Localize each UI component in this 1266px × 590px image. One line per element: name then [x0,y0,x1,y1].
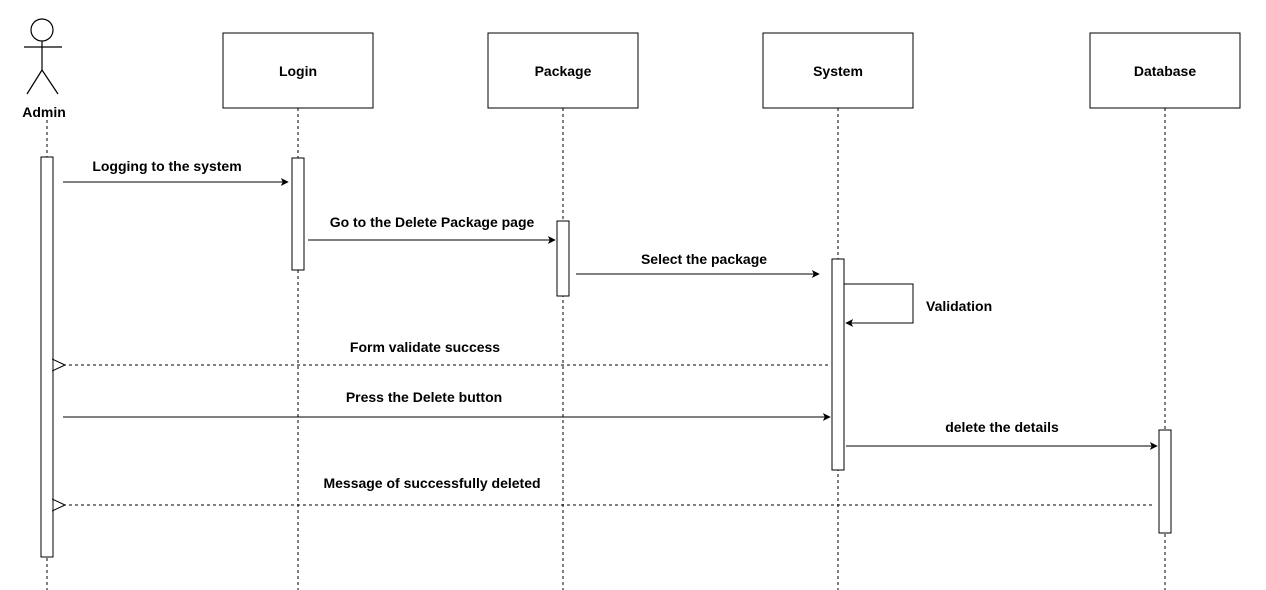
participant-label-login: Login [279,63,317,79]
activation-admin [40,156,54,558]
message-label-form-validate: Form validate success [350,339,500,355]
message-label-select: Select the package [641,251,767,267]
message-label-success-deleted: Message of successfully deleted [323,475,540,491]
message-label-validation: Validation [926,298,992,314]
activation-database [1158,429,1172,534]
participant-label-database: Database [1134,63,1196,79]
message-label-goto-delete: Go to the Delete Package page [330,214,535,230]
participant-label-system: System [813,63,863,79]
actor-admin: Admin [22,18,66,120]
participant-box-package [487,32,639,109]
participant-box-login [222,32,374,109]
participant-login: Login [222,32,374,109]
actor-leg-right [41,69,59,95]
participant-label-admin: Admin [22,104,66,120]
participant-box-database [1089,32,1241,109]
activation-package [556,220,570,297]
message-label-delete-details: delete the details [945,419,1059,435]
participant-system: System [762,32,914,109]
actor-leg-left [26,69,43,95]
activation-login [291,157,305,271]
participant-box-system [762,32,914,109]
message-label-logging: Logging to the system [92,158,241,174]
participant-label-package: Package [535,63,592,79]
actor-head [30,18,54,42]
message-arrow-validation [844,283,914,327]
participant-database: Database [1089,32,1241,109]
activation-system [831,258,845,471]
participant-package: Package [487,32,639,109]
message-label-press-delete: Press the Delete button [346,389,502,405]
